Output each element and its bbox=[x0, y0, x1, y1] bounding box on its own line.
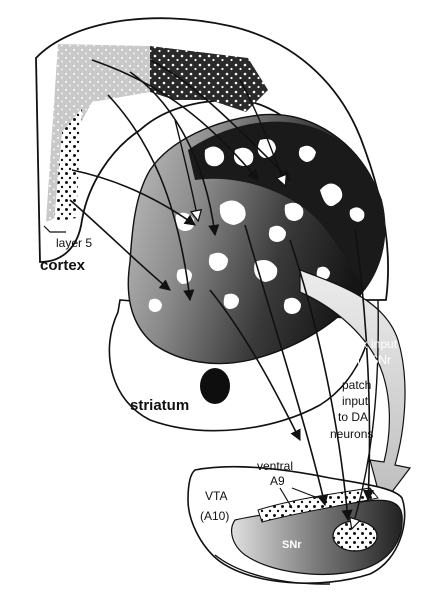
patch bbox=[204, 146, 225, 167]
patch bbox=[176, 268, 192, 284]
a9-pointer bbox=[291, 487, 319, 499]
patch bbox=[316, 266, 330, 280]
snr-label: SNr bbox=[282, 539, 302, 551]
patch bbox=[223, 293, 239, 309]
matrix-input-label-line2: to SNr bbox=[357, 353, 391, 367]
matrix-input-label-line1: matrix input bbox=[335, 337, 398, 351]
cortico-striatal-arrows bbox=[69, 59, 291, 302]
patch-input-label-line1: patch bbox=[342, 378, 371, 392]
arrow-path bbox=[71, 169, 196, 226]
arrow-path bbox=[69, 199, 171, 291]
vta-label: VTA bbox=[205, 489, 227, 503]
patch bbox=[283, 297, 301, 314]
a10-label: (A10) bbox=[200, 509, 229, 523]
patch bbox=[284, 202, 304, 221]
ventral-label: ventral bbox=[257, 459, 293, 473]
hollow-arrows bbox=[174, 79, 285, 220]
patch-input-label-line2: input bbox=[342, 394, 369, 408]
patch bbox=[268, 225, 286, 242]
striatum-label: striatum bbox=[130, 397, 189, 414]
cortex-label: cortex bbox=[40, 257, 86, 274]
layer5-pointer bbox=[43, 225, 66, 233]
cortex-deep-band bbox=[54, 108, 82, 222]
patch bbox=[148, 298, 162, 312]
matrix-input-arrow bbox=[299, 269, 412, 507]
arrow-path bbox=[107, 94, 195, 302]
striosome-patches bbox=[148, 139, 365, 314]
patch bbox=[219, 200, 246, 225]
arrow-path bbox=[289, 239, 353, 522]
arrow-path bbox=[244, 224, 329, 507]
arrow-path bbox=[129, 71, 220, 237]
cortex-layer-band bbox=[46, 44, 150, 222]
arrow-path bbox=[209, 289, 301, 442]
hollow-arrow-path bbox=[239, 79, 285, 185]
patch-input-hollow-arrow bbox=[352, 299, 379, 528]
hollow-arrow-path bbox=[174, 119, 198, 220]
midbrain-lower-outline bbox=[214, 554, 331, 585]
patch-input-label-line3: to DA bbox=[338, 410, 368, 424]
cortex-dark-band bbox=[150, 46, 268, 112]
arrow-path bbox=[149, 59, 291, 181]
dark-nucleus bbox=[200, 368, 230, 404]
patch bbox=[320, 183, 343, 207]
snr-target-oval bbox=[332, 520, 378, 552]
patch-input-label-line4: neurons bbox=[330, 427, 373, 441]
layer5-label: layer 5 bbox=[56, 236, 92, 250]
striatonigral-arrows bbox=[209, 224, 375, 522]
patch bbox=[298, 145, 316, 162]
arrow-path bbox=[91, 59, 259, 181]
ventral-pointer bbox=[279, 487, 293, 509]
a9-label: A9 bbox=[270, 474, 285, 488]
patch bbox=[208, 252, 228, 271]
patch bbox=[349, 207, 365, 222]
arrow-path bbox=[354, 229, 375, 502]
patch bbox=[234, 147, 254, 166]
